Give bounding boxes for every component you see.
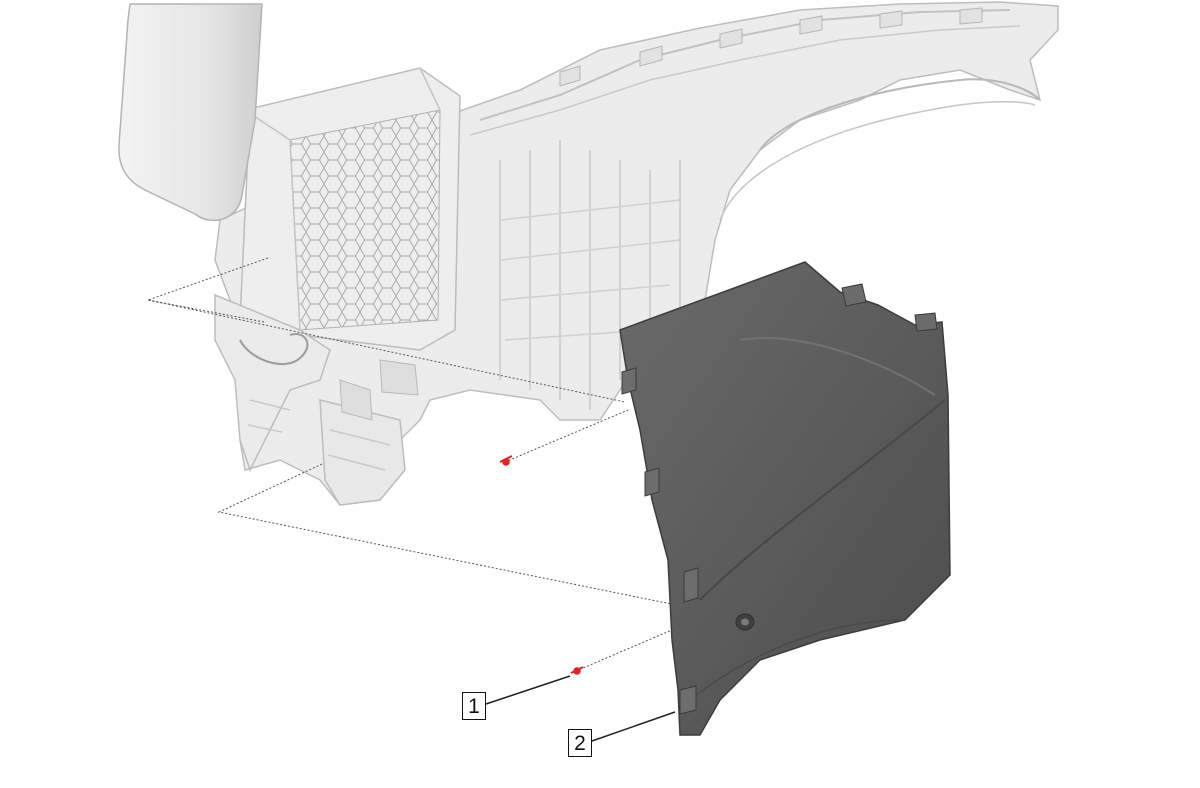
lower-bracket-ghost [214, 293, 419, 506]
screw-upper [499, 455, 513, 466]
armrest-ghost [118, 3, 263, 222]
callout-label-2: 2 [568, 729, 592, 757]
callout-label-1: 1 [462, 692, 486, 720]
wire-harness [239, 333, 309, 365]
side-trim-panel [619, 261, 951, 736]
alignment-lines [146, 257, 694, 672]
screw-lower [570, 666, 584, 675]
callout-leader-lines [485, 675, 676, 742]
storage-bin-ghost [239, 67, 461, 351]
